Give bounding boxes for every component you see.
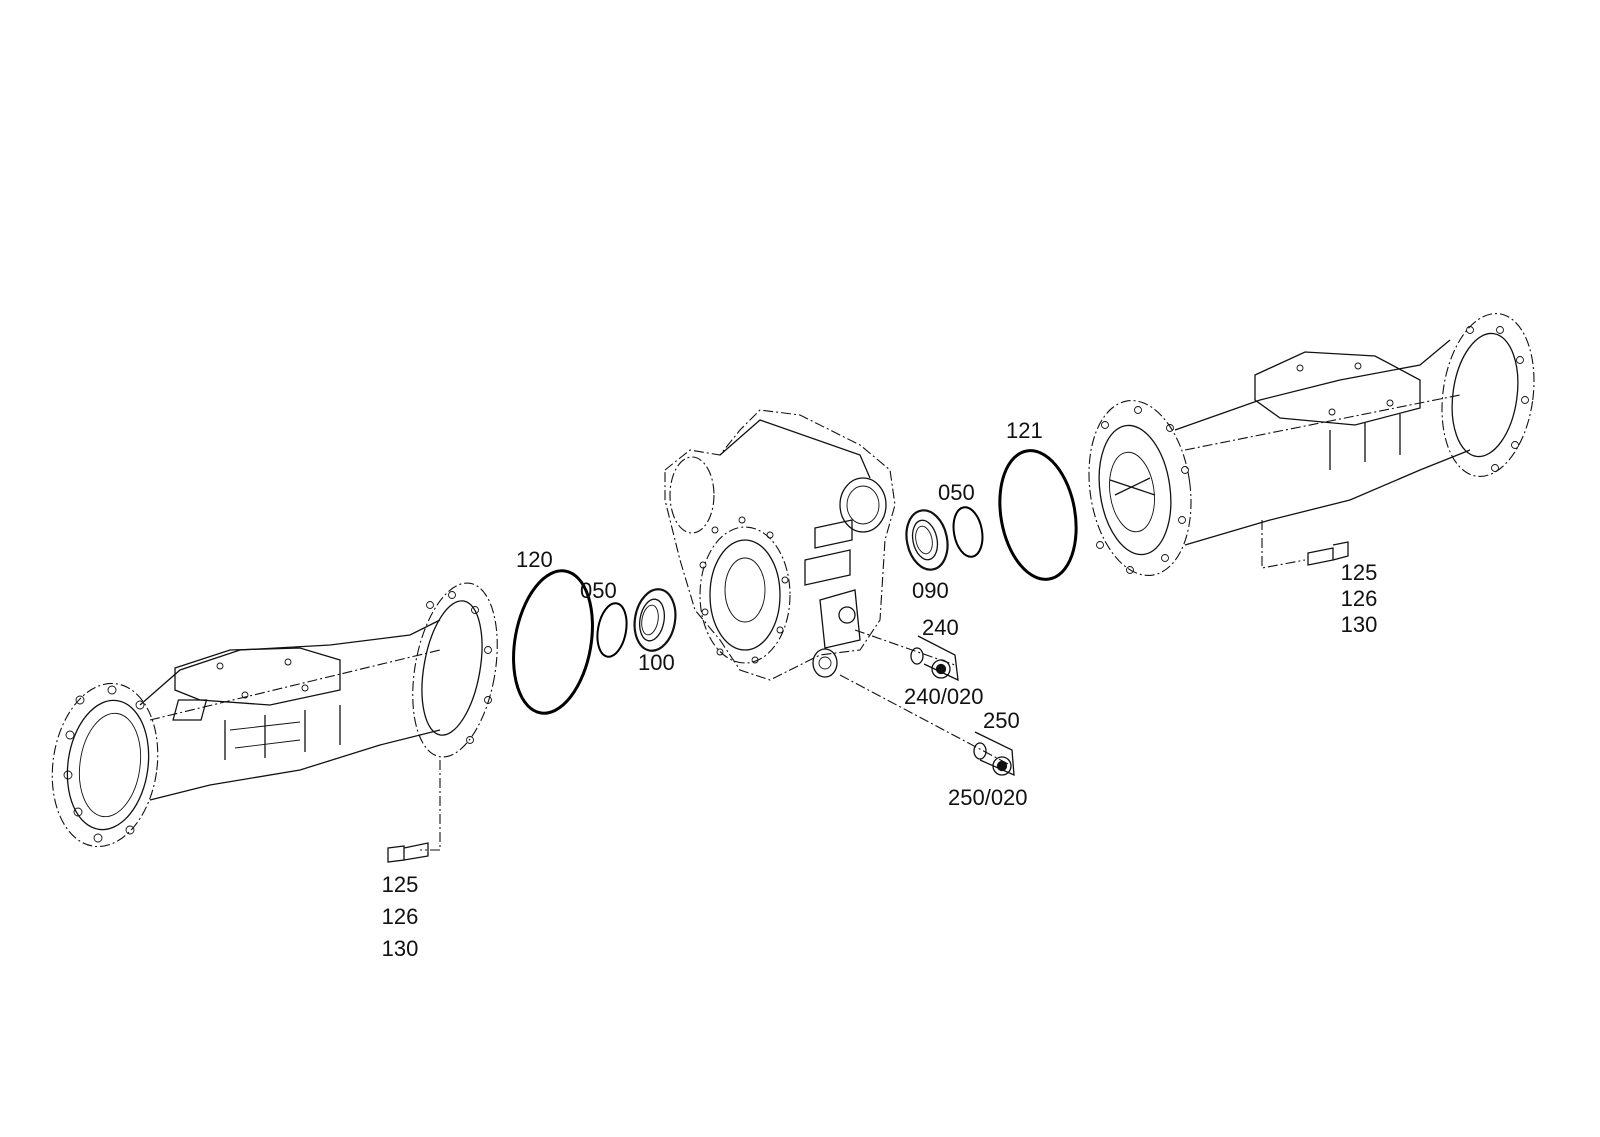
plug-250-icon xyxy=(973,731,1015,777)
label-seal-090: 090 xyxy=(912,578,949,603)
seal-100-icon xyxy=(633,588,677,652)
label-bolt-right-126: 126 xyxy=(1340,586,1378,611)
label-bolt-left-126: 126 xyxy=(381,904,419,929)
label-plug-250: 250 xyxy=(983,708,1020,733)
left-axle-housing xyxy=(51,582,498,851)
seal-090-icon xyxy=(905,509,949,571)
label-plug-250-020: 250/020 xyxy=(948,785,1028,810)
oring-050-right-icon xyxy=(952,506,984,558)
bolt-left-icon xyxy=(387,842,429,863)
label-oring-121: 121 xyxy=(1006,418,1043,443)
label-oring-050-left: 050 xyxy=(580,578,617,603)
label-bolts-right: 125 126 130 xyxy=(1337,560,1381,638)
label-bolt-left-125: 125 xyxy=(381,872,419,897)
label-plug-240-020: 240/020 xyxy=(904,684,984,709)
bolt-right-icon xyxy=(1307,541,1349,566)
label-oring-050-right: 050 xyxy=(938,480,975,505)
label-bolt-left-130: 130 xyxy=(381,936,419,961)
label-bolt-right-130: 130 xyxy=(1340,612,1378,637)
oring-121-icon xyxy=(998,449,1078,581)
plug-240-icon xyxy=(910,635,959,682)
label-bolt-right-125: 125 xyxy=(1340,560,1378,585)
right-axle-housing xyxy=(1088,313,1535,576)
center-housing xyxy=(664,409,1011,766)
label-oring-120: 120 xyxy=(516,547,553,572)
oring-050-left-icon xyxy=(596,602,628,658)
label-seal-100: 100 xyxy=(638,650,675,675)
label-bolts-left: 125 126 130 xyxy=(378,869,422,965)
label-plug-240: 240 xyxy=(922,615,959,640)
oring-120-icon xyxy=(512,569,594,715)
